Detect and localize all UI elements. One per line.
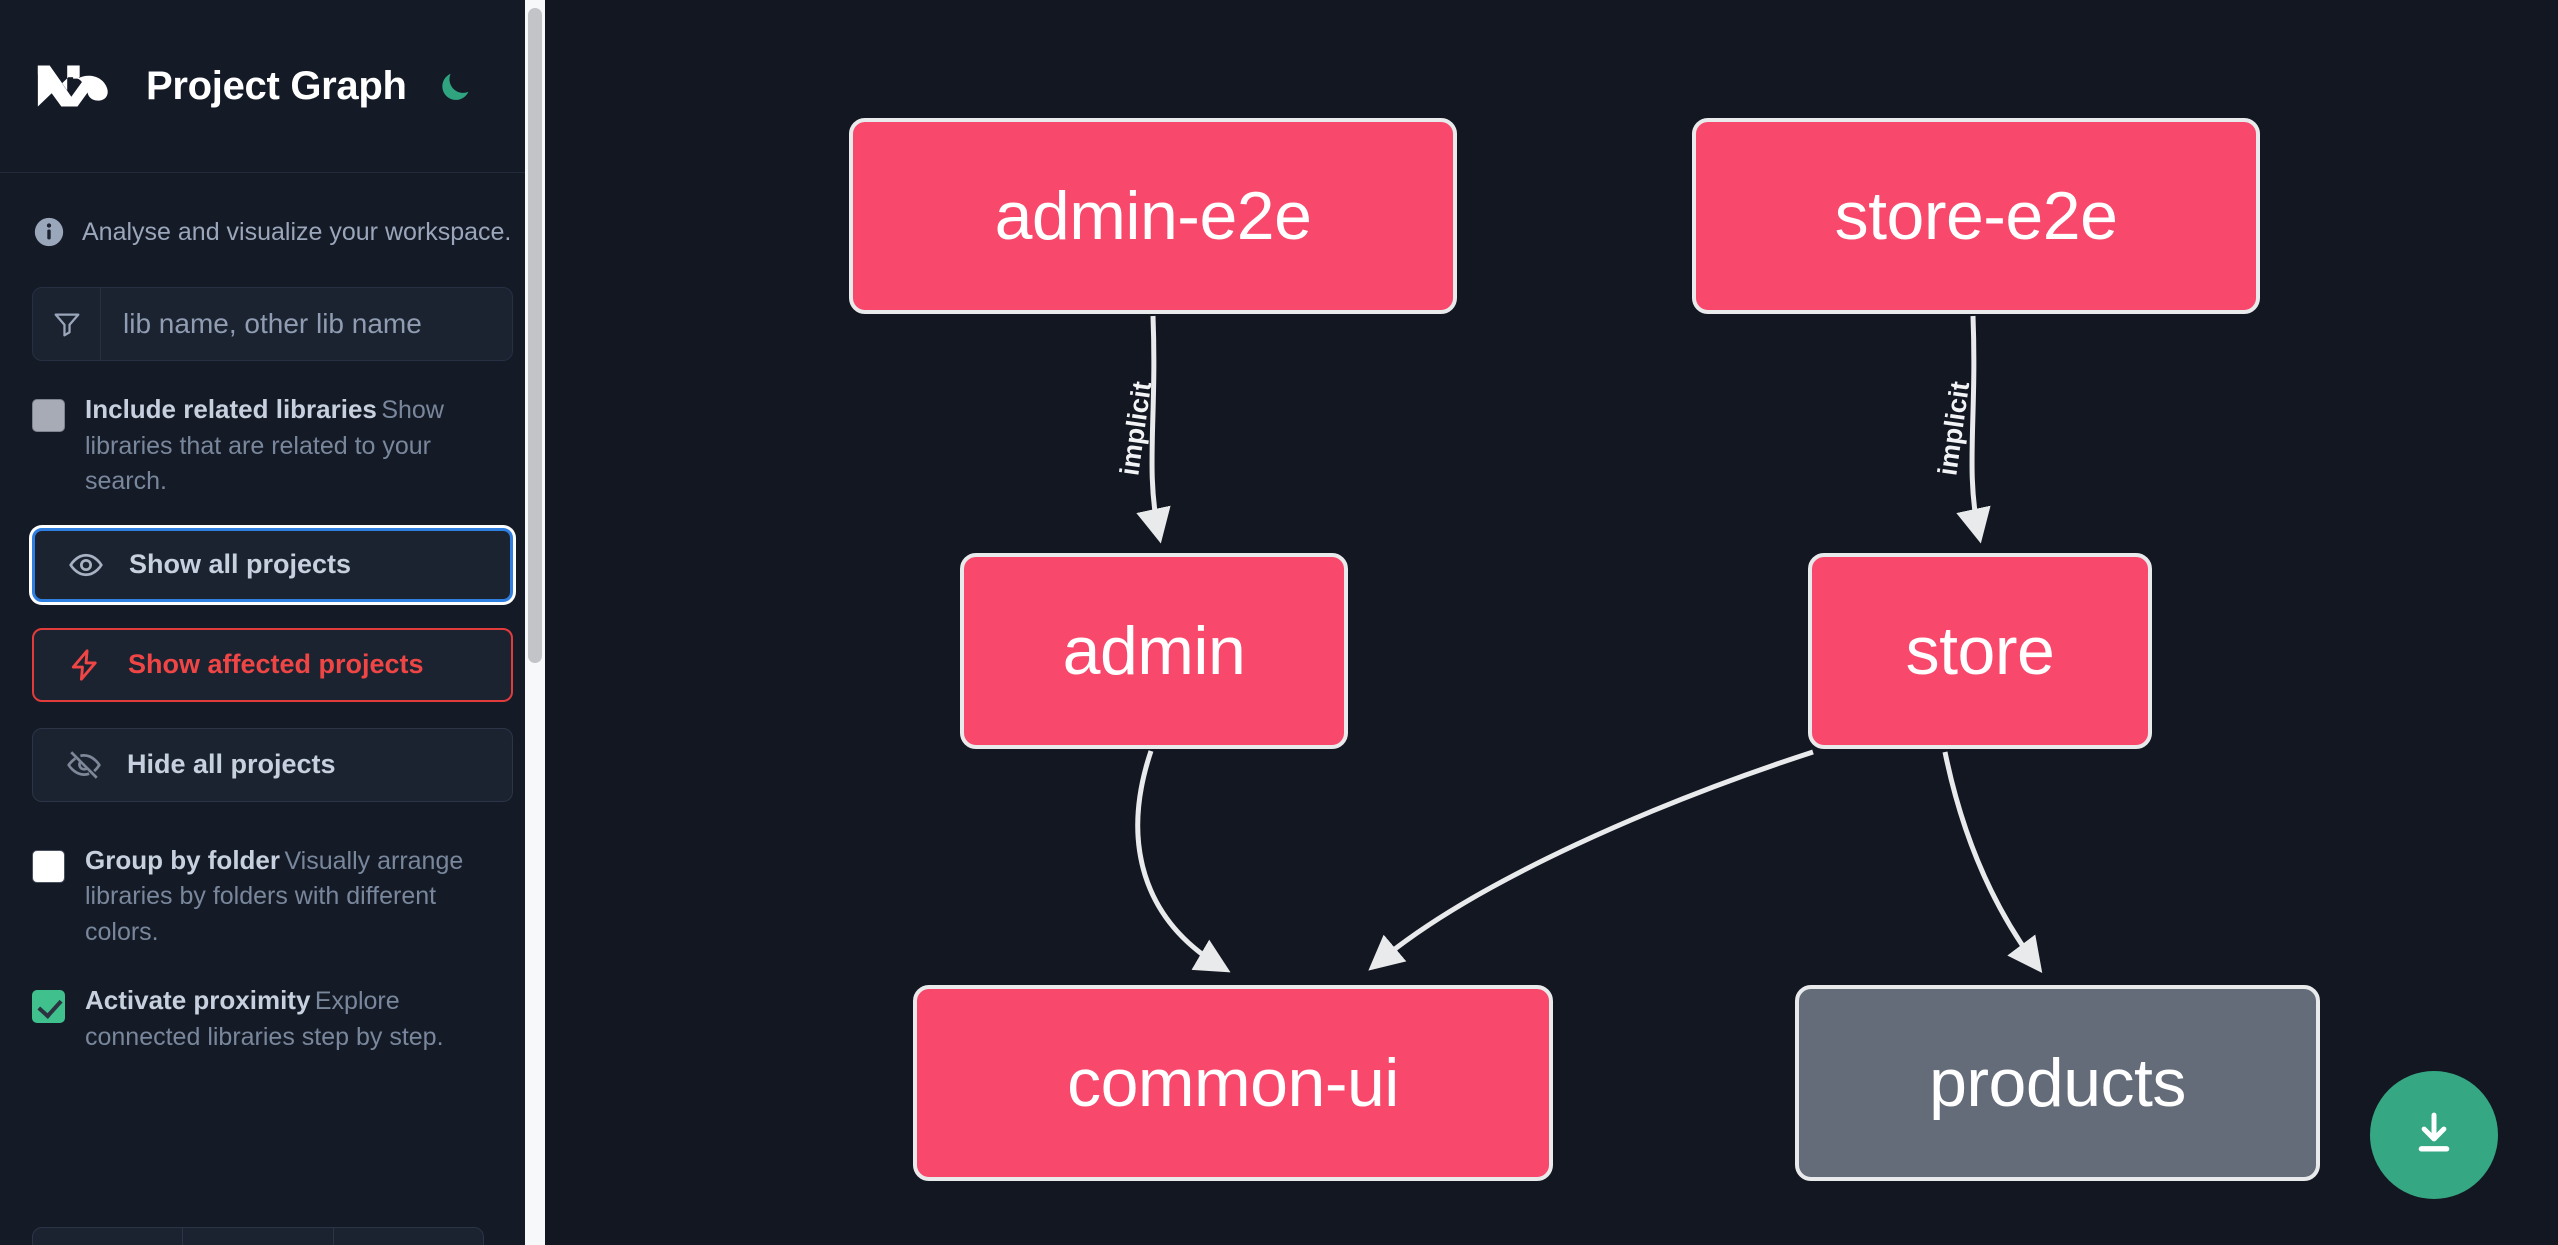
button-label: Show affected projects (128, 649, 424, 679)
search-field[interactable] (32, 287, 513, 361)
graph-edges (1135, 315, 2043, 974)
checkbox-box[interactable] (32, 399, 65, 432)
graph-node-admin-e2e[interactable]: admin-e2e (849, 118, 1457, 314)
node-label: admin-e2e (994, 178, 1312, 254)
checkbox-box[interactable] (32, 990, 65, 1023)
checkbox-description: Show libraries that are related to your … (85, 396, 444, 495)
node-label: store (1905, 613, 2055, 689)
sidebar-scrollbar[interactable] (525, 0, 545, 1245)
eye-icon (65, 544, 107, 586)
checkbox-label: Include related libraries (85, 394, 377, 424)
graph-node-store[interactable]: store (1808, 553, 2152, 749)
sidebar: Project Graph Analyse and visualize your… (0, 0, 545, 1245)
proximity-step-value[interactable] (183, 1228, 334, 1245)
graph-canvas[interactable]: admin-e2e store-e2e admin store common-u… (545, 0, 2558, 1245)
button-label: Hide all projects (127, 749, 336, 779)
page-title: Project Graph (146, 63, 407, 108)
edge-store-common-ui (1368, 749, 1814, 971)
download-icon (2407, 1107, 2461, 1164)
checkbox-box[interactable] (32, 849, 65, 883)
node-label: admin (1062, 613, 1246, 689)
sidebar-body: Include related libraries Show libraries… (0, 287, 545, 1055)
moon-icon[interactable] (433, 64, 477, 108)
checkbox-include-related-libraries[interactable]: Include related libraries Show libraries… (32, 393, 513, 500)
graph-node-products[interactable]: products (1795, 985, 2320, 1181)
button-label: Show all projects (129, 549, 352, 579)
sidebar-header: Project Graph (0, 0, 545, 173)
edge-store-products (1942, 751, 2043, 974)
nx-logo (32, 55, 120, 117)
eye-off-icon (63, 744, 105, 786)
proximity-step-decrease[interactable] (33, 1228, 184, 1245)
spacer (32, 802, 513, 812)
node-label: products (1929, 1045, 2186, 1121)
checkbox-label: Group by folder (85, 844, 280, 875)
node-label: store-e2e (1834, 178, 2118, 254)
graph-node-common-ui[interactable]: common-ui (913, 985, 1553, 1181)
sidebar-tagline: Analyse and visualize your workspace. (0, 173, 545, 259)
filter-icon (33, 288, 101, 360)
lightning-icon (64, 644, 106, 686)
tagline-text: Analyse and visualize your workspace. (82, 217, 512, 246)
hide-all-projects-button[interactable]: Hide all projects (32, 727, 513, 802)
checkbox-description: Visually arrange libraries by folders wi… (85, 846, 464, 946)
graph-node-admin[interactable]: admin (960, 553, 1348, 749)
checkbox-label: Activate proximity (85, 985, 311, 1015)
show-affected-projects-button[interactable]: Show affected projects (32, 627, 513, 702)
edge-admin-e2e-admin (1136, 315, 1171, 544)
sidebar-scrollbar-thumb[interactable] (528, 8, 542, 663)
graph-node-store-e2e[interactable]: store-e2e (1692, 118, 2260, 314)
checkbox-activate-proximity[interactable]: Activate proximity Explore connected lib… (32, 984, 513, 1055)
show-all-projects-button[interactable]: Show all projects (32, 527, 513, 602)
proximity-step-control[interactable] (32, 1227, 484, 1245)
info-icon (32, 215, 66, 249)
checkbox-group-by-folder[interactable]: Group by folder Visually arrange librari… (32, 844, 513, 951)
node-label: common-ui (1067, 1045, 1399, 1121)
edge-admin-common-ui (1135, 750, 1231, 973)
edge-store-e2e-store (1956, 315, 1991, 544)
checkbox-description: Explore connected libraries step by step… (85, 987, 444, 1051)
download-graph-button[interactable] (2370, 1071, 2498, 1199)
proximity-step-increase[interactable] (334, 1228, 483, 1245)
search-input[interactable] (101, 288, 512, 360)
